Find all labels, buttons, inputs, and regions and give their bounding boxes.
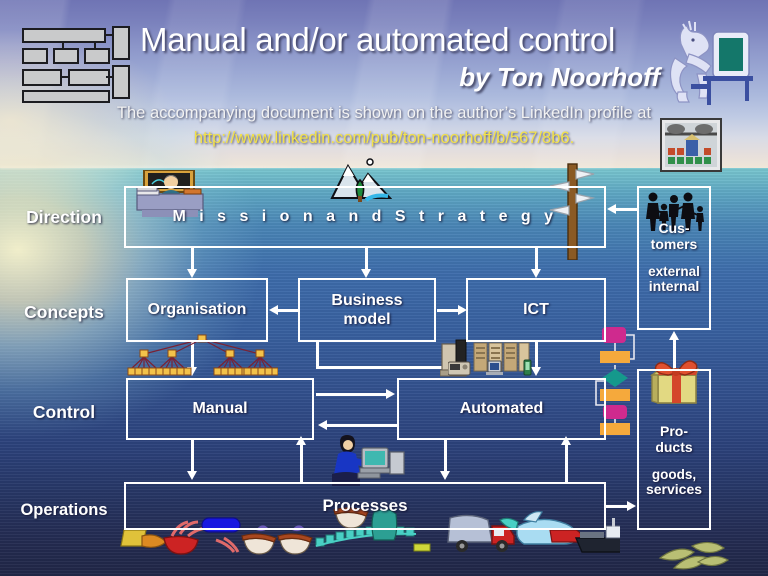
- connector-processes-automated: [565, 440, 568, 482]
- row-label-concepts: Concepts: [24, 302, 104, 322]
- arrowhead-down-processes-a: [186, 471, 197, 480]
- connector-bizmodel-down: [316, 342, 319, 368]
- arrowhead-right-automated: [386, 388, 395, 399]
- connector-customers-mission: [616, 208, 639, 211]
- business-model-line1: Business: [331, 291, 403, 309]
- connector-products-customers: [673, 340, 676, 369]
- arrowhead-right-products: [627, 500, 636, 511]
- connector-manual-processes: [191, 440, 194, 472]
- teacher-at-desk-icon: [136, 170, 204, 217]
- arrowhead-up-manual: [295, 436, 306, 445]
- woman-at-computer-icon: [332, 435, 405, 486]
- products-note-line1: goods,: [651, 467, 697, 483]
- wheat-sheaf-icon: [658, 541, 730, 570]
- arrowhead-up-customers: [668, 331, 679, 340]
- connector-mission-ict: [535, 248, 538, 270]
- arrowhead-down-ict: [530, 269, 541, 278]
- connector-automated-processes: [444, 440, 447, 472]
- connector-ict-automated: [535, 342, 538, 368]
- box-organisation[interactable]: Organisation: [126, 278, 268, 342]
- production-chain-icon: [120, 507, 620, 555]
- box-ict[interactable]: ICT: [466, 278, 606, 342]
- box-automated[interactable]: Automated: [397, 378, 606, 440]
- box-customers[interactable]: Cus- tomers external internal: [637, 186, 711, 330]
- arrowhead-left-mission: [607, 203, 616, 214]
- arrowhead-down-businessmodel: [360, 269, 371, 278]
- connector-processes-manual: [300, 440, 303, 482]
- customers-note-line1: external: [648, 264, 700, 280]
- customers-note-line2: internal: [648, 278, 700, 295]
- flowchart-strip-icon: [595, 327, 635, 435]
- box-products[interactable]: Pro- ducts goods, services: [637, 369, 711, 530]
- connector-bizmodel-organisation: [278, 309, 300, 312]
- box-mission-strategy[interactable]: M i s s i o n a n d S t r a t e g y: [124, 186, 606, 248]
- arrowhead-down-automated-b: [530, 367, 541, 376]
- arrowhead-down-organisation: [186, 269, 197, 278]
- block-diagram-logo: [16, 24, 134, 104]
- linkedin-url[interactable]: http://www.linkedin.com/pub/ton-noorhoff…: [193, 129, 575, 147]
- products-line1: Pro-: [660, 423, 688, 439]
- connector-automated-to-manual: [327, 424, 397, 427]
- arrowhead-left-organisation: [269, 304, 278, 315]
- customers-line1: Cus-: [658, 220, 690, 236]
- arrowhead-left-manual: [318, 419, 327, 430]
- box-manual[interactable]: Manual: [126, 378, 314, 440]
- row-label-direction: Direction: [26, 207, 102, 227]
- mountain-landscape-icon: [330, 158, 392, 202]
- arrowhead-down-processes-b: [439, 471, 450, 480]
- connector-mission-organisation: [191, 248, 194, 270]
- author-line: by Ton Noorhoff: [459, 62, 660, 92]
- box-business-model[interactable]: Business model: [298, 278, 436, 342]
- box-processes[interactable]: Processes: [124, 482, 606, 530]
- market-stall-picture-icon: [660, 118, 722, 172]
- arrowhead-right-ict: [458, 304, 467, 315]
- page-title: Manual and/or automated control: [140, 21, 616, 58]
- connector-bizmodel-ict: [437, 309, 459, 312]
- business-model-line2: model: [343, 311, 391, 328]
- products-note-line2: services: [645, 481, 703, 498]
- connector-mission-businessmodel: [365, 248, 368, 270]
- family-silhouettes-icon: [646, 192, 704, 231]
- connector-processes-products: [606, 505, 628, 508]
- connector-manual-to-automated: [316, 393, 386, 396]
- small-devices-icon: [448, 359, 532, 376]
- connector-bizmodel-automated: [316, 366, 456, 369]
- row-label-operations: Operations: [20, 501, 108, 519]
- products-line2: ducts: [655, 438, 693, 455]
- arrowhead-up-automated: [560, 436, 571, 445]
- customers-line2: tomers: [650, 235, 698, 252]
- connector-organisation-manual: [191, 342, 194, 368]
- org-chart-tree-icon: [127, 334, 278, 376]
- note-line-1: The accompanying document is shown on th…: [116, 104, 652, 122]
- row-label-control: Control: [32, 402, 96, 422]
- horse-at-computer-icon: [669, 20, 753, 105]
